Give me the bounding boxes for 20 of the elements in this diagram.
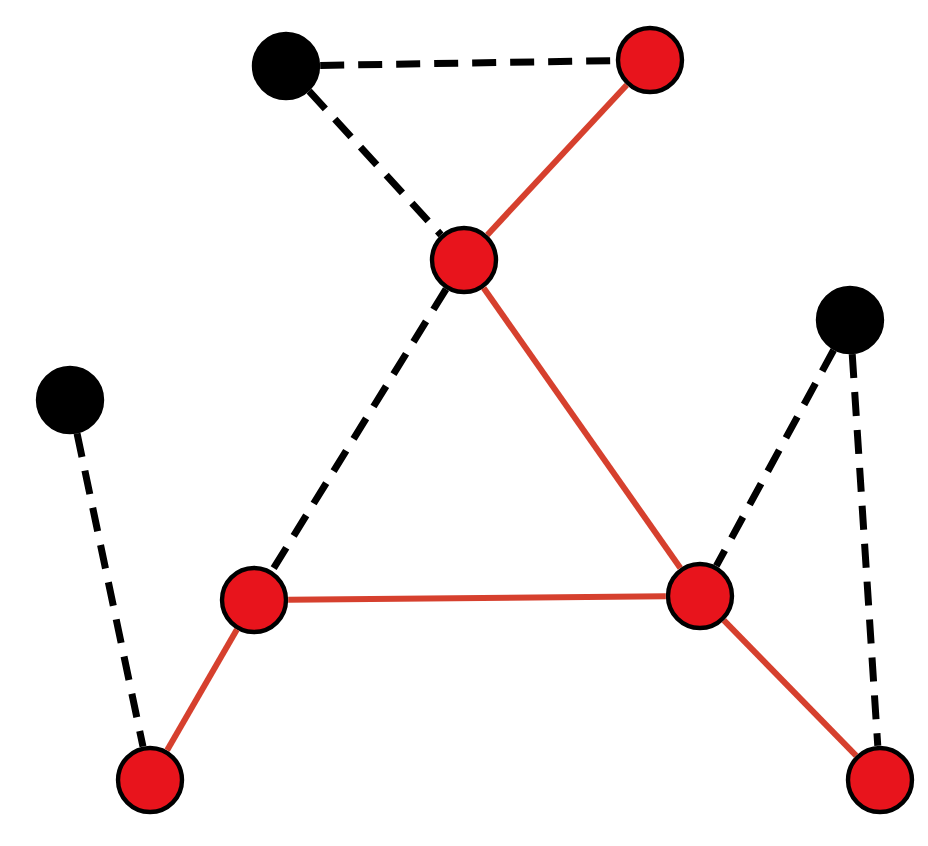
graph-edge (721, 618, 859, 758)
graph-edge (288, 593, 666, 603)
graph-edge (320, 57, 616, 69)
graph-edge (481, 286, 683, 570)
graph-vertex (845, 745, 915, 815)
graph-edge (848, 353, 882, 747)
graph-vertex (615, 25, 685, 95)
graph-edge (73, 432, 147, 748)
graph-vertex (429, 225, 499, 295)
graph-vertex (665, 561, 735, 631)
graph-edge (164, 628, 240, 752)
graph-vertex (35, 365, 105, 435)
graph-vertex (251, 31, 321, 101)
graph-edge (269, 287, 449, 573)
graph-vertex (115, 745, 185, 815)
graph-vertex (219, 565, 289, 635)
graph-edge (485, 83, 629, 237)
graph-edge (306, 88, 444, 238)
graph-vertex (815, 285, 885, 355)
graph-edge (713, 348, 837, 568)
